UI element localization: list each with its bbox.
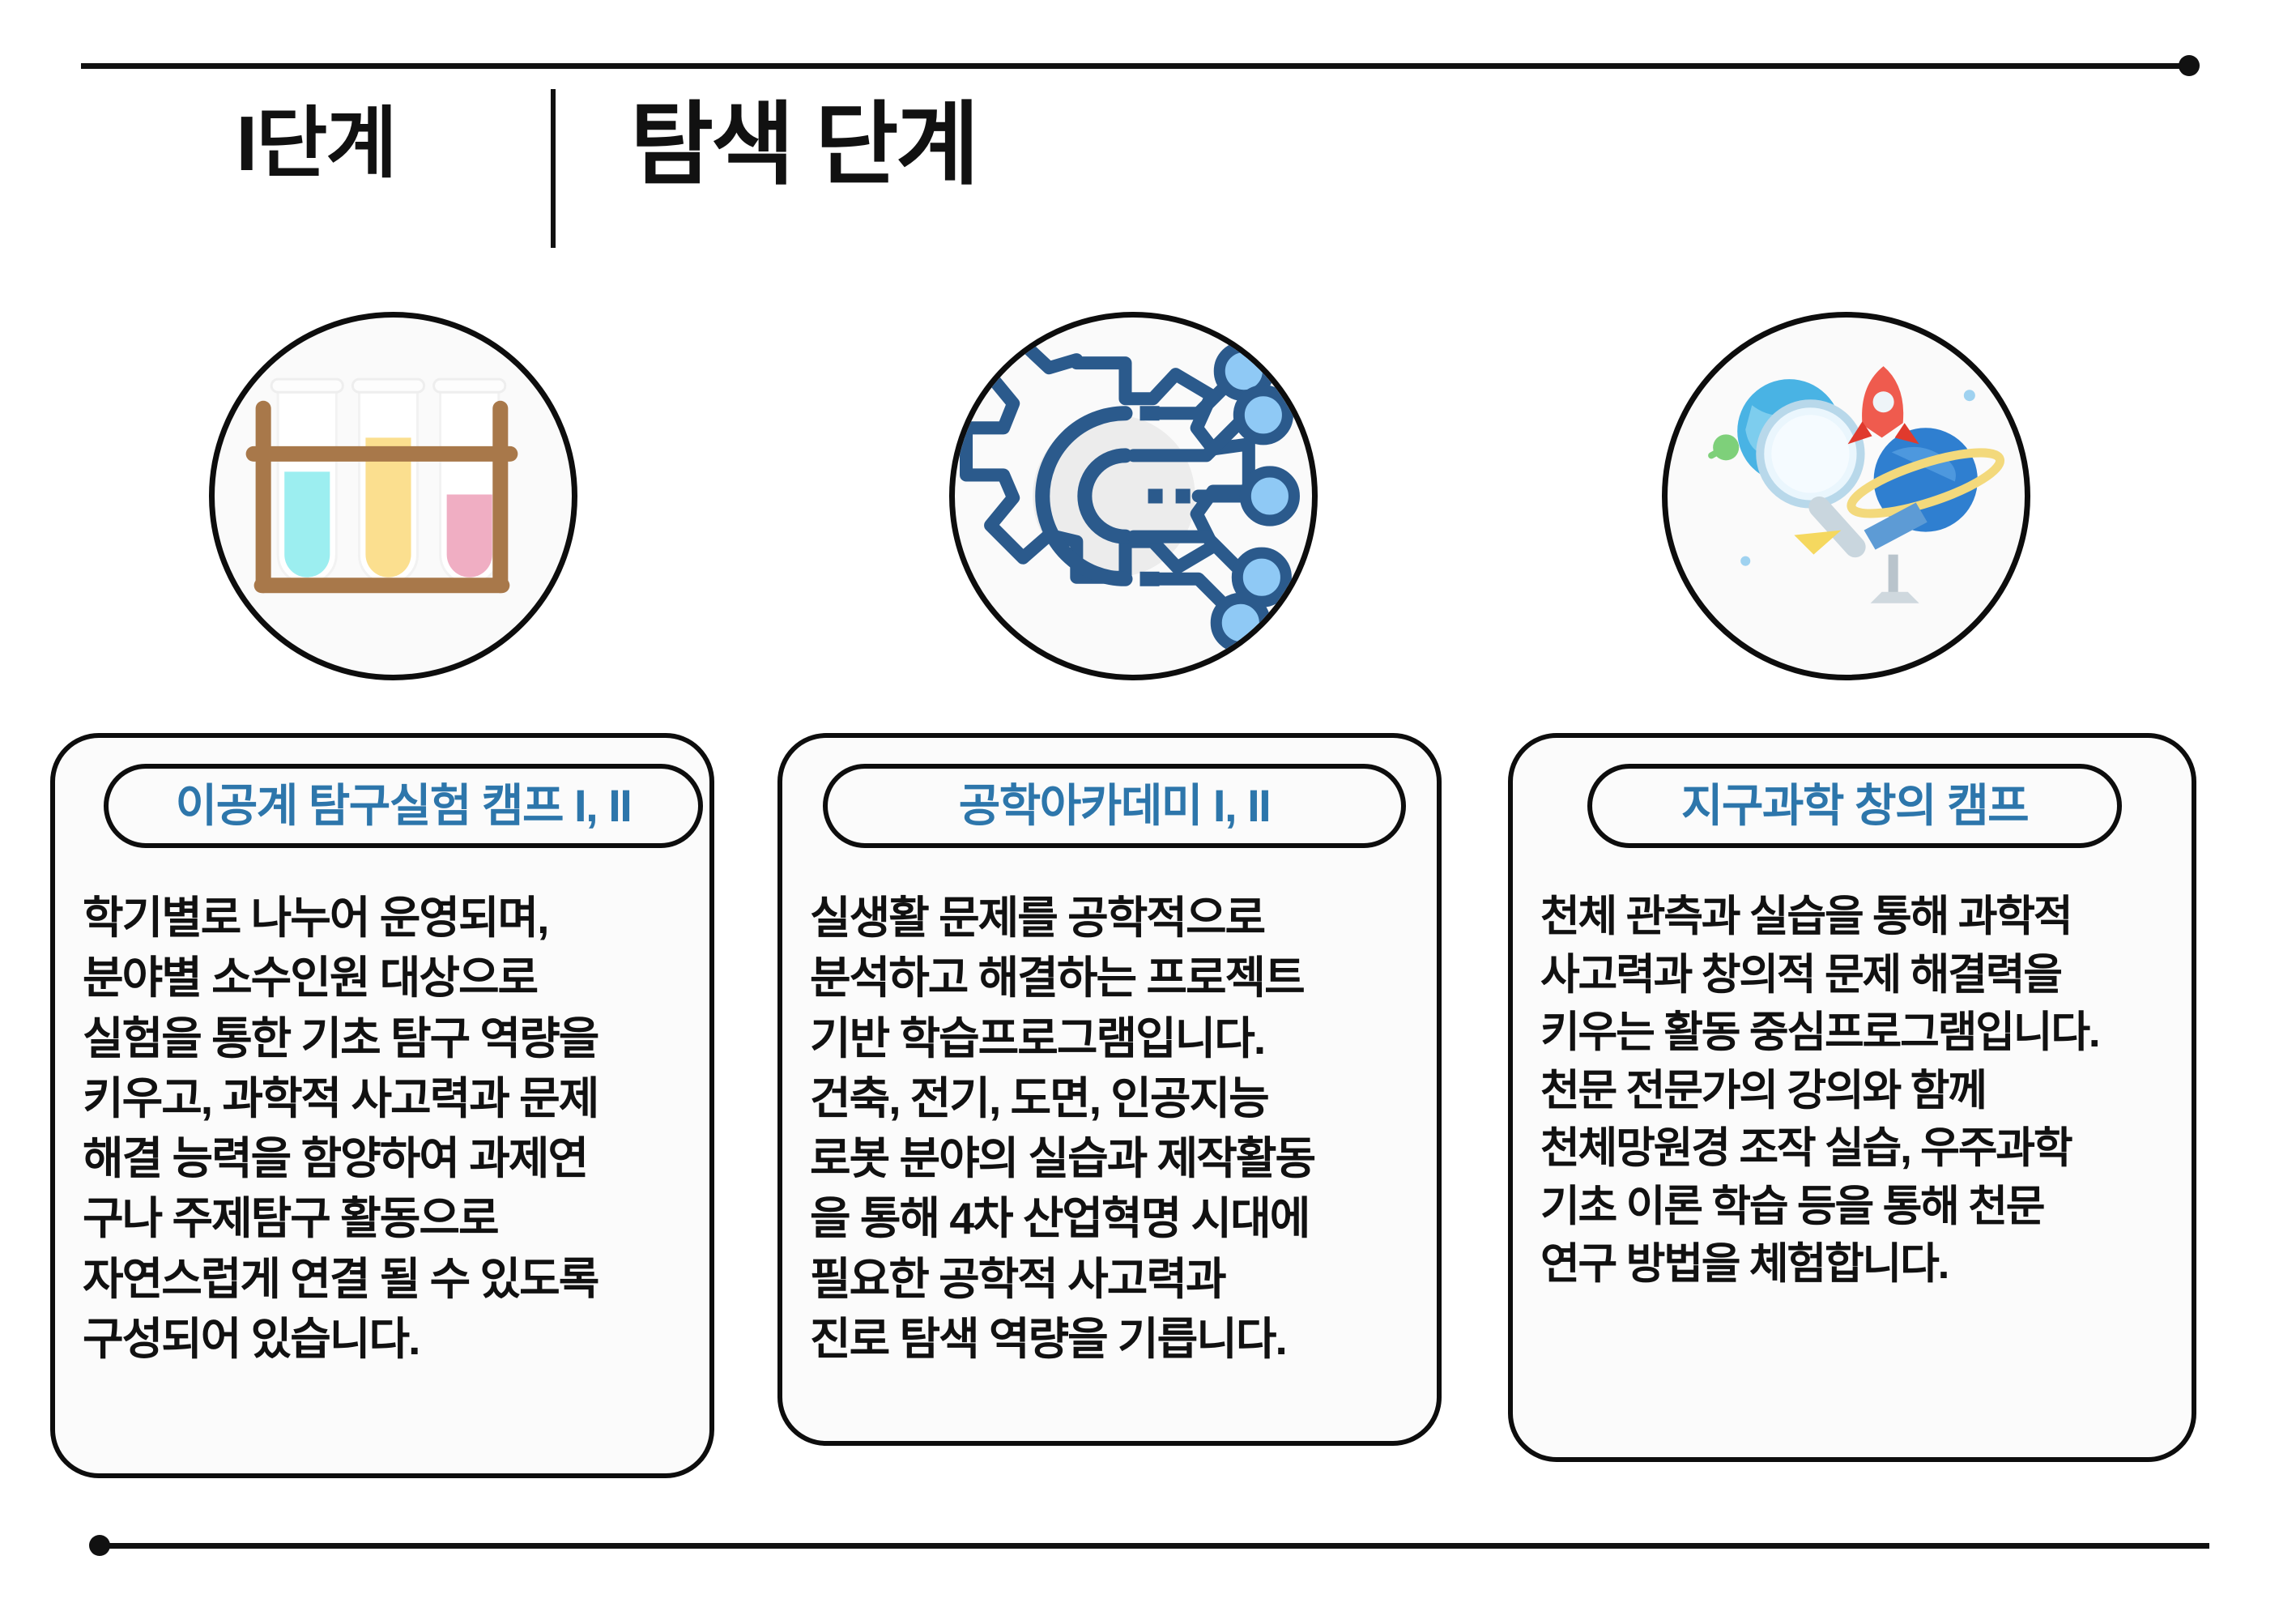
test-tube-rack-icon: [209, 312, 577, 680]
card-title: 지구과학 창의 캠프: [1680, 780, 2030, 831]
card-title: 이공계 탐구실험 캠프 I, II: [175, 780, 633, 831]
card-body-text: 학기별로 나누어 운영되며, 분야별 소수인원 대상으로 실험을 통한 기초 탐…: [83, 893, 599, 1364]
header-vertical-divider: [551, 89, 556, 248]
card-engineering-academy: 공학아카데미 I, II 실생활 문제를 공학적으로 분석하고 해결하는 프로젝…: [777, 733, 1442, 1446]
top-divider-line: [81, 63, 2187, 69]
card-title-pill: 지구과학 창의 캠프: [1587, 764, 2122, 848]
card-science-inquiry-camp: 이공계 탐구실험 캠프 I, II 학기별로 나누어 운영되며, 분야별 소수인…: [50, 733, 714, 1478]
stage-label: I단계: [236, 100, 397, 187]
space-science-icon: [1662, 312, 2030, 680]
header: I단계 탐색 단계: [81, 89, 1458, 251]
bottom-left-dot: [89, 1535, 110, 1556]
card-body-text: 천체 관측과 실습을 통해 과학적 사고력과 창의적 문제 해결력을 키우는 활…: [1540, 893, 2101, 1289]
card-title-pill: 공학아카데미 I, II: [823, 764, 1406, 848]
card-title: 공학아카데미 I, II: [958, 780, 1272, 831]
program-cards: 이공계 탐구실험 캠프 I, II 학기별로 나누어 운영되며, 분야별 소수인…: [0, 733, 2296, 1486]
page-title: 탐색 단계: [630, 94, 979, 195]
card-body-text: 실생활 문제를 공학적으로 분석하고 해결하는 프로젝트 기반 학습프로그램입니…: [810, 893, 1316, 1364]
bottom-divider-line: [104, 1543, 2209, 1549]
card-earth-science-camp: 지구과학 창의 캠프 천체 관측과 실습을 통해 과학적 사고력과 창의적 문제…: [1508, 733, 2196, 1462]
gear-circuit-ai-icon: [949, 312, 1318, 680]
card-title-pill: 이공계 탐구실험 캠프 I, II: [104, 764, 703, 848]
top-right-dot: [2179, 55, 2200, 76]
icon-row: [0, 312, 2296, 684]
